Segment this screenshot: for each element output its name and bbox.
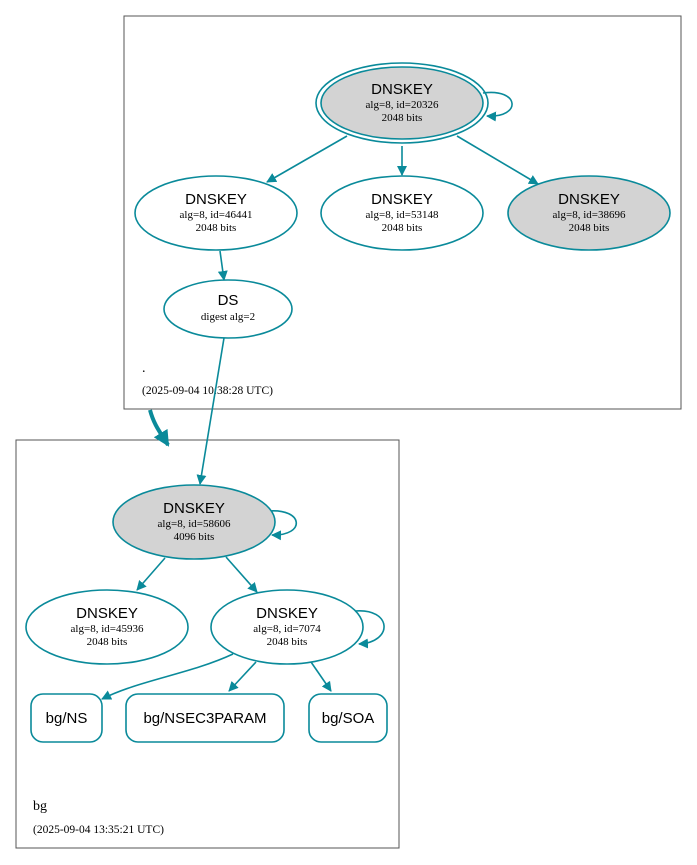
edge-bg-ksk-self <box>267 510 298 541</box>
node-alg-id: alg=8, id=58606 <box>158 518 231 530</box>
rrset-label: bg/NS <box>46 710 88 727</box>
bg-zone-timestamp: (2025-09-04 13:35:21 UTC) <box>33 824 164 836</box>
node-root-zsk-53148[interactable]: DNSKEY alg=8, id=53148 2048 bits <box>320 175 484 251</box>
node-bits: 2048 bits <box>267 636 308 648</box>
node-title: DNSKEY <box>558 191 620 208</box>
root-zone-cluster: . (2025-09-04 10:38:28 UTC) <box>123 15 682 410</box>
node-root-zsk-46441[interactable]: DNSKEY alg=8, id=46441 2048 bits <box>134 175 298 251</box>
node-alg-id: alg=8, id=7074 <box>253 623 321 635</box>
edge-delegation <box>148 409 170 447</box>
rrset-label: bg/NSEC3PARAM <box>143 710 266 727</box>
edge-bg-ksk-zsk2 <box>225 556 258 593</box>
node-bits: 2048 bits <box>569 222 610 234</box>
node-bg-zsk-45936[interactable]: DNSKEY alg=8, id=45936 2048 bits <box>25 589 189 665</box>
node-bits: 2048 bits <box>382 112 423 124</box>
node-title: DNSKEY <box>371 81 433 98</box>
node-title: DNSKEY <box>163 500 225 517</box>
node-ds[interactable]: DS digest alg=2 <box>163 279 293 339</box>
node-root-ksk[interactable]: DNSKEY alg=8, id=20326 2048 bits <box>315 62 489 144</box>
edge-zsk2-nsec3param <box>228 661 257 692</box>
edge-zsk1-ds <box>217 250 228 281</box>
node-bits: 2048 bits <box>87 636 128 648</box>
edge-bg-zsk2-self <box>354 610 385 649</box>
node-bits: 4096 bits <box>174 531 215 543</box>
node-alg-id: alg=8, id=38696 <box>553 209 626 221</box>
node-bits: 2048 bits <box>196 222 237 234</box>
node-alg-id: alg=8, id=53148 <box>366 209 439 221</box>
edge-bg-ksk-zsk1 <box>136 557 166 591</box>
node-title: DNSKEY <box>76 605 138 622</box>
bg-zone-label: bg <box>33 799 47 814</box>
edge-zsk2-soa <box>310 661 332 692</box>
rrset-bg-nsec3param[interactable]: bg/NSEC3PARAM <box>125 693 285 743</box>
rrset-bg-ns[interactable]: bg/NS <box>30 693 103 743</box>
node-alg-id: alg=8, id=45936 <box>71 623 144 635</box>
node-bits: 2048 bits <box>382 222 423 234</box>
node-root-ksk-38696[interactable]: DNSKEY alg=8, id=38696 2048 bits <box>507 175 671 251</box>
edge-root-ksk-zsk1 <box>266 135 348 183</box>
edge-root-ksk-self <box>482 91 513 122</box>
node-bg-zsk-7074[interactable]: DNSKEY alg=8, id=7074 2048 bits <box>210 589 364 665</box>
node-digest: digest alg=2 <box>201 311 255 323</box>
edge-root-ksk-ksk2 <box>456 135 539 185</box>
node-alg-id: alg=8, id=20326 <box>366 99 439 111</box>
root-zone-timestamp: (2025-09-04 10:38:28 UTC) <box>142 385 273 397</box>
node-bg-ksk-58606[interactable]: DNSKEY alg=8, id=58606 4096 bits <box>112 484 276 560</box>
node-title: DNSKEY <box>185 191 247 208</box>
rrset-bg-soa[interactable]: bg/SOA <box>308 693 388 743</box>
edge-zsk2-ns <box>101 653 234 700</box>
node-title: DNSKEY <box>371 191 433 208</box>
node-title: DS <box>218 292 239 309</box>
edge-ds-bg-ksk <box>196 337 225 485</box>
node-alg-id: alg=8, id=46441 <box>180 209 253 221</box>
root-zone-label: . <box>142 361 146 376</box>
node-title: DNSKEY <box>256 605 318 622</box>
edges <box>101 91 539 700</box>
rrset-label: bg/SOA <box>322 710 375 727</box>
